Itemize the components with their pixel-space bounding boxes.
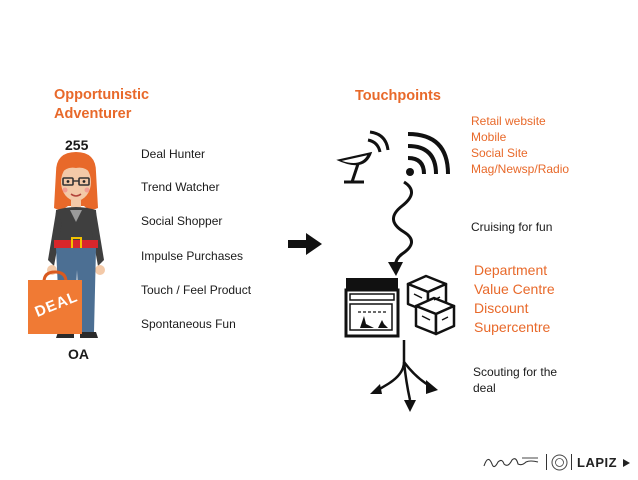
- media-retail-website: Retail website: [471, 114, 546, 128]
- persona-code: OA: [68, 346, 89, 362]
- media-social-site: Social Site: [471, 146, 528, 160]
- footer-divider: [546, 454, 547, 470]
- media-list: Retail website Mobile Social Site Mag/Ne…: [471, 113, 569, 177]
- media-note: Cruising for fun: [471, 220, 553, 234]
- deal-bag: DEAL: [28, 270, 82, 334]
- trait-touch-feel-product: Touch / Feel Product: [141, 283, 252, 297]
- broadcast-icon: [406, 132, 450, 176]
- trait-spontaneous-fun: Spontaneous Fun: [141, 317, 236, 331]
- trait-deal-hunter: Deal Hunter: [141, 147, 206, 161]
- arrow-right-icon: [288, 233, 322, 255]
- brand-name: LAPIZ: [577, 455, 618, 470]
- branching-arrows-icon: [370, 340, 438, 412]
- store-department: Department: [474, 262, 548, 278]
- satellite-dish-icon: [336, 130, 390, 184]
- media-mag-newsp-radio: Mag/Newsp/Radio: [471, 162, 570, 176]
- stores-note-line2: deal: [473, 381, 496, 395]
- trait-impulse-purchases: Impulse Purchases: [141, 249, 244, 263]
- boxes-icon: [406, 274, 456, 336]
- store-supercentre: Supercentre: [474, 319, 551, 335]
- touchpoints-title: Touchpoints: [355, 88, 441, 104]
- stores-note-line1: Scouting for the: [473, 365, 558, 379]
- store-value-centre: Value Centre: [474, 281, 555, 297]
- store-discount: Discount: [474, 300, 529, 316]
- persona-count: 255: [65, 137, 89, 153]
- stores-note: Scouting for the deal: [473, 364, 557, 396]
- storefront-icon: [344, 278, 400, 338]
- seal-logo-icon: [551, 454, 568, 471]
- persona-title-line2: Adventurer: [54, 106, 132, 122]
- persona-title: Opportunistic Adventurer: [54, 86, 149, 124]
- media-mobile: Mobile: [471, 130, 507, 144]
- bag-shape: [28, 270, 82, 334]
- signature-logo-icon: [483, 457, 539, 468]
- trait-trend-watcher: Trend Watcher: [141, 180, 220, 194]
- footer-divider-2: [571, 454, 572, 470]
- trait-social-shopper: Social Shopper: [141, 214, 223, 228]
- persona-title-line1: Opportunistic: [54, 87, 150, 103]
- play-triangle-icon: [623, 459, 630, 467]
- store-list: Department Value Centre Discount Superce…: [474, 261, 555, 337]
- squiggle-arrow-icon: [388, 180, 413, 276]
